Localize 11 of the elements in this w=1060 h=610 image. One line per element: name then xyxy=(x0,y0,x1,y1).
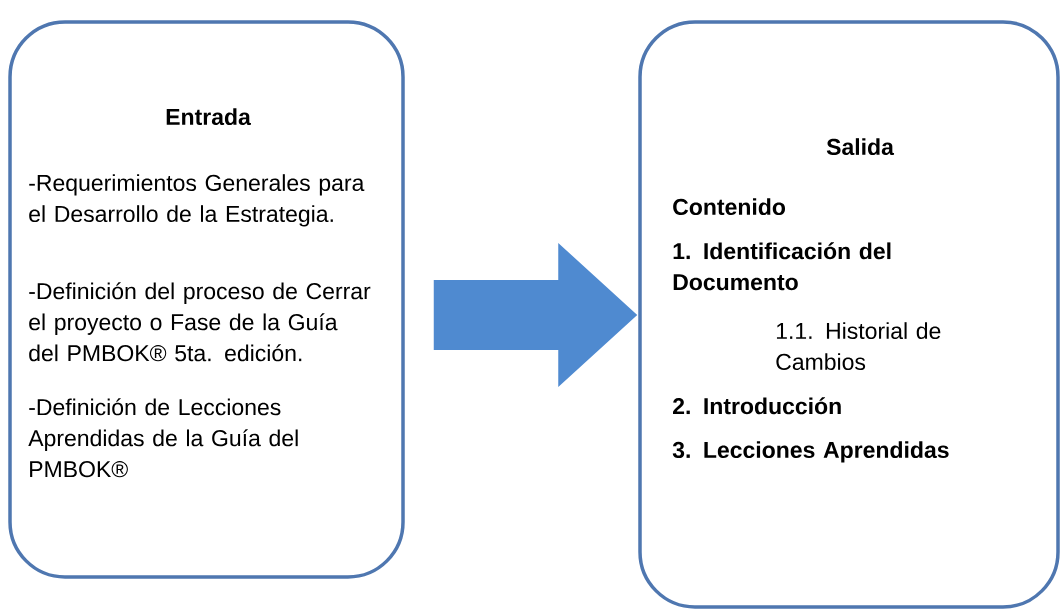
section-heading: 2. Introducción xyxy=(673,397,841,415)
subsection-item: 1.1. Historial de Cambios xyxy=(776,322,941,371)
section-heading: 3. Lecciones Aprendidas xyxy=(672,441,949,463)
heading: Salida xyxy=(826,138,895,156)
section-heading: Contenido xyxy=(673,198,785,216)
section-heading: 1. Identificación del Documento xyxy=(673,242,891,291)
paragraph: -Definición de Lecciones Aprendidas de la Guía del PMBOK® xyxy=(28,398,298,478)
heading: Entrada xyxy=(166,108,251,126)
paragraph: -Definición del proceso de Cerrar el proyecto o Fase de la Guía del PMBOK® 5ta. edición. xyxy=(29,282,371,362)
block-arrow xyxy=(433,243,638,387)
paragraph: -Requerimientos Generales para el Desarrollo de la Estrategia. xyxy=(29,174,365,227)
